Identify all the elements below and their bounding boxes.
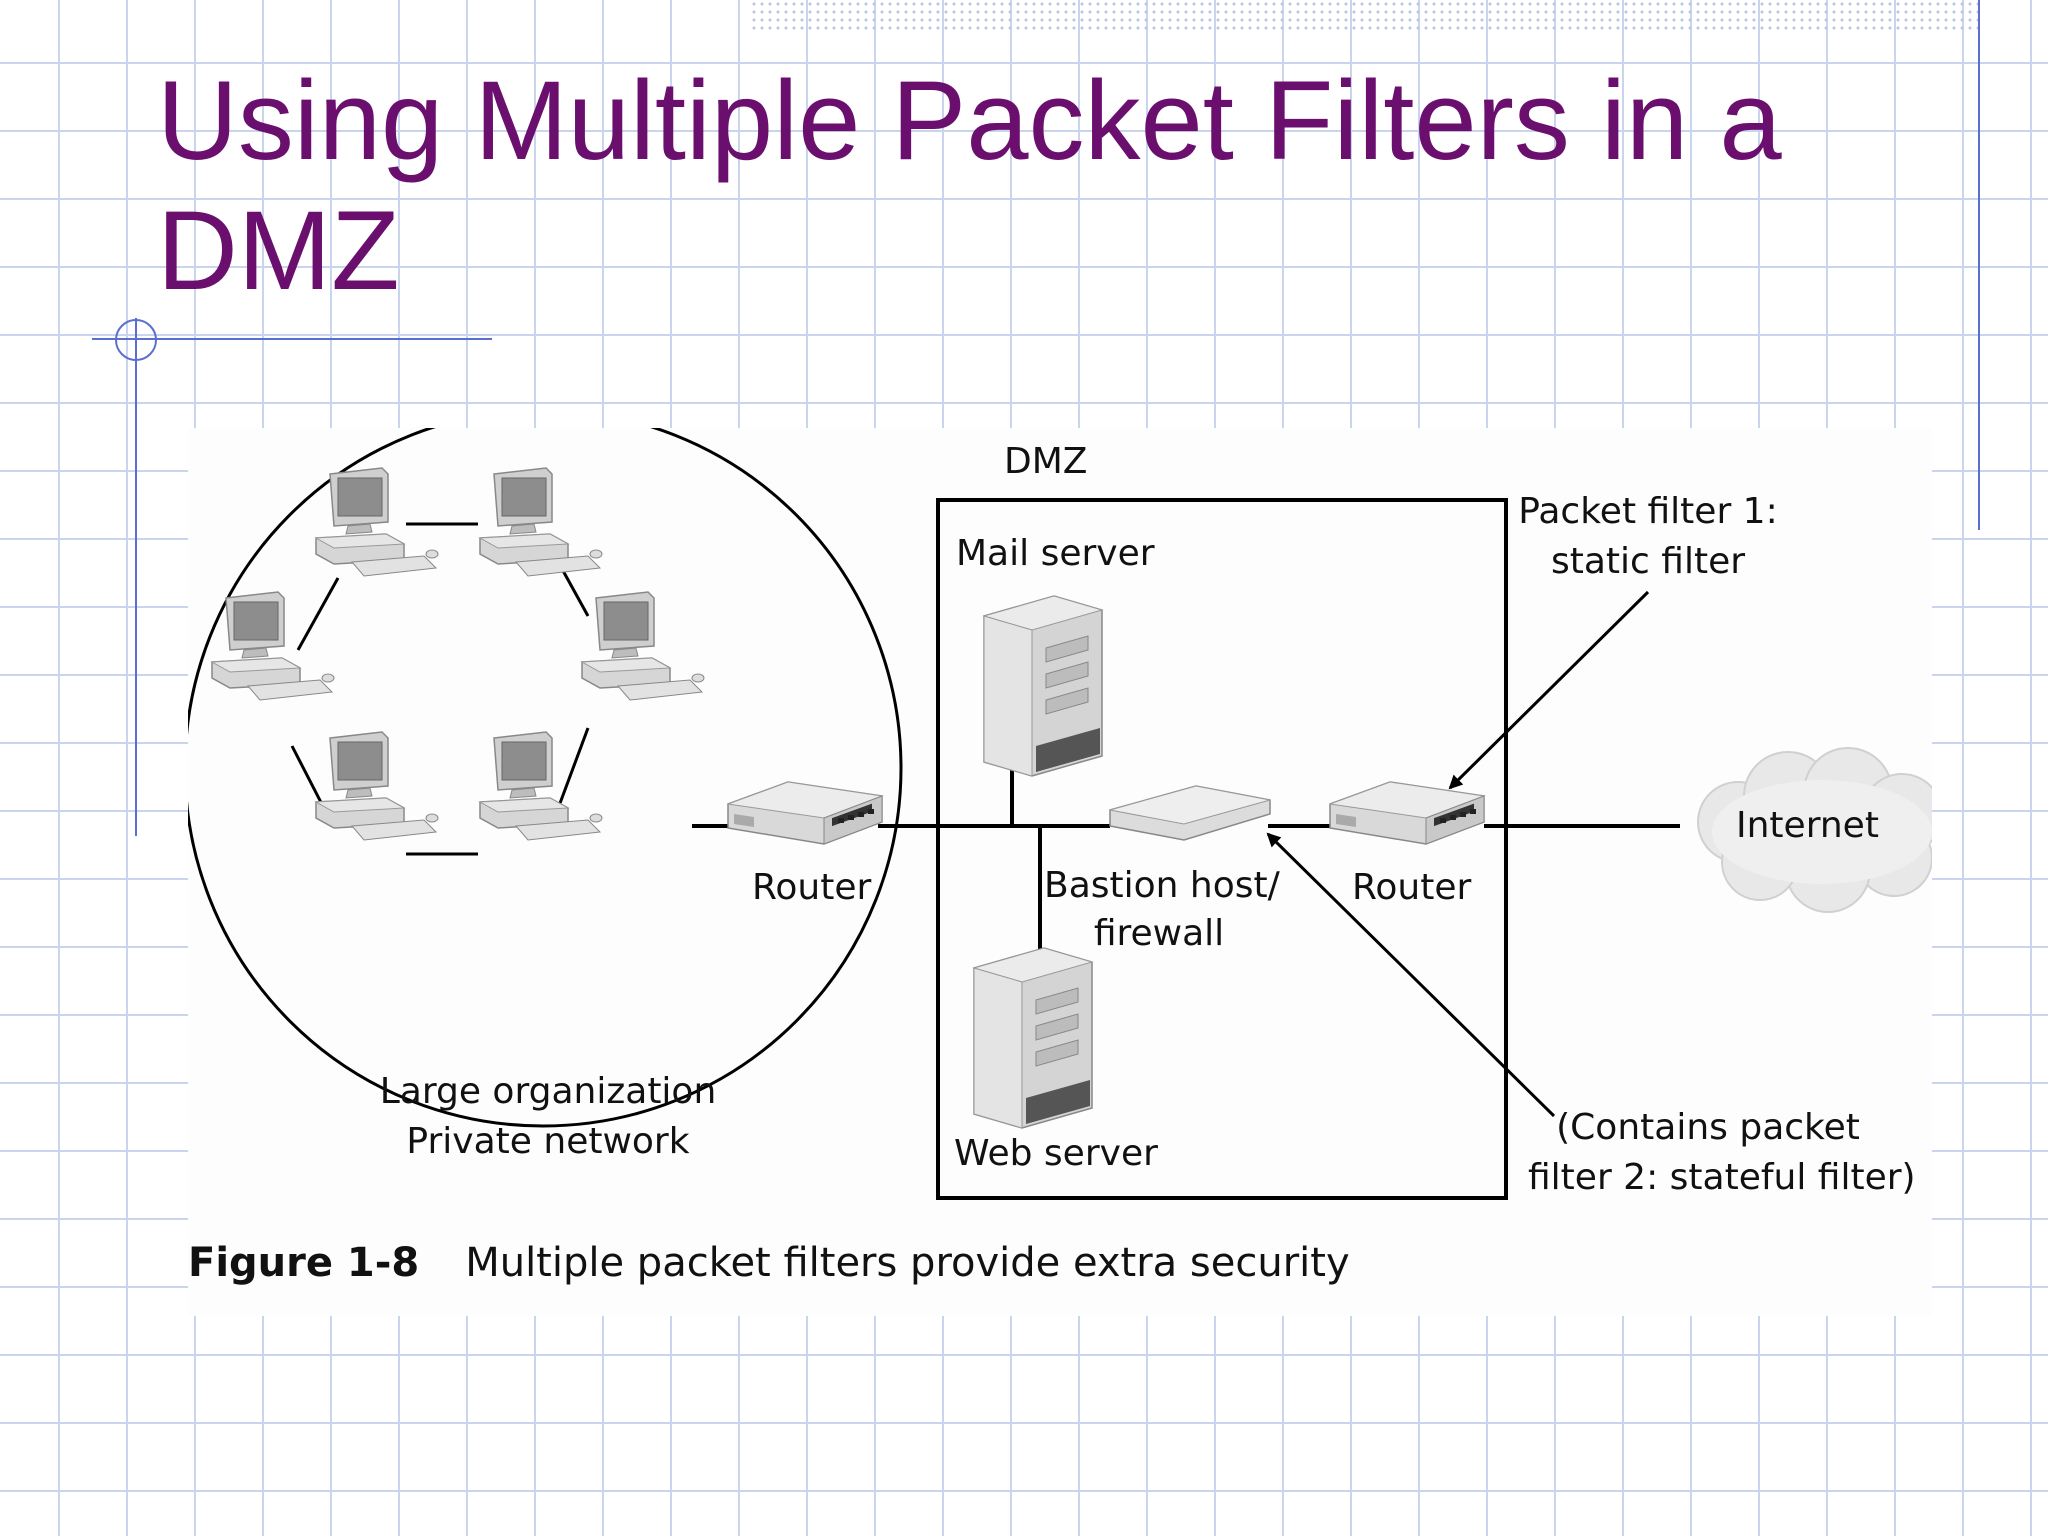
filter1-label-line1: Packet filter 1: xyxy=(1518,491,1778,532)
bastion-label-line1: Bastion host/ xyxy=(1044,865,1280,906)
dmz-diagram: DMZ Mail server Web server Bastion host/… xyxy=(188,428,1932,1316)
router-outer-icon xyxy=(1329,781,1485,845)
margin-rule-left xyxy=(135,318,137,836)
title-underline xyxy=(92,338,492,340)
workstation-icon xyxy=(479,467,603,577)
private-network-label-line1: Large organization xyxy=(379,1071,717,1112)
bastion-label-line2: firewall xyxy=(1093,913,1225,954)
private-network-circle xyxy=(188,428,903,1128)
router-inner-icon xyxy=(727,781,883,845)
filter1-label-line2: static filter xyxy=(1550,541,1746,582)
slide-title: Using Multiple Packet Filters in a DMZ xyxy=(157,58,1782,313)
web-server-label: Web server xyxy=(954,1133,1158,1174)
filter2-label-line2: filter 2: stateful filter) xyxy=(1528,1157,1916,1198)
filter1-arrow xyxy=(1448,590,1650,790)
workstation-icon xyxy=(315,731,439,841)
figure-number: Figure 1-8 xyxy=(188,1240,420,1286)
figure-caption-text: Multiple packet filters provide extra se… xyxy=(465,1240,1350,1286)
dmz-label: DMZ xyxy=(1004,441,1088,482)
margin-rule-right xyxy=(1978,0,1980,530)
web-server-icon xyxy=(973,947,1093,1129)
mail-server-icon xyxy=(983,595,1103,777)
private-network-label-line2: Private network xyxy=(406,1121,690,1162)
figure-caption: Figure 1-8 Multiple packet filters provid… xyxy=(188,1240,1350,1286)
router-outer-label: Router xyxy=(1352,867,1472,908)
filter2-arrow xyxy=(1266,832,1556,1118)
mail-server-label: Mail server xyxy=(956,533,1155,574)
crosshair-icon xyxy=(115,319,157,361)
workstation-icon xyxy=(581,591,705,701)
workstation-icon xyxy=(211,591,335,701)
workstation-icon xyxy=(315,467,439,577)
title-dot-pattern xyxy=(750,0,1980,32)
router-inner-label: Router xyxy=(752,867,872,908)
workstation-icon xyxy=(479,731,603,841)
internet-label: Internet xyxy=(1736,805,1879,846)
firewall-icon xyxy=(1109,785,1271,841)
filter2-label-line1: (Contains packet xyxy=(1556,1107,1860,1148)
dmz-boundary xyxy=(936,498,1508,1200)
diagram-canvas xyxy=(188,428,1932,1200)
